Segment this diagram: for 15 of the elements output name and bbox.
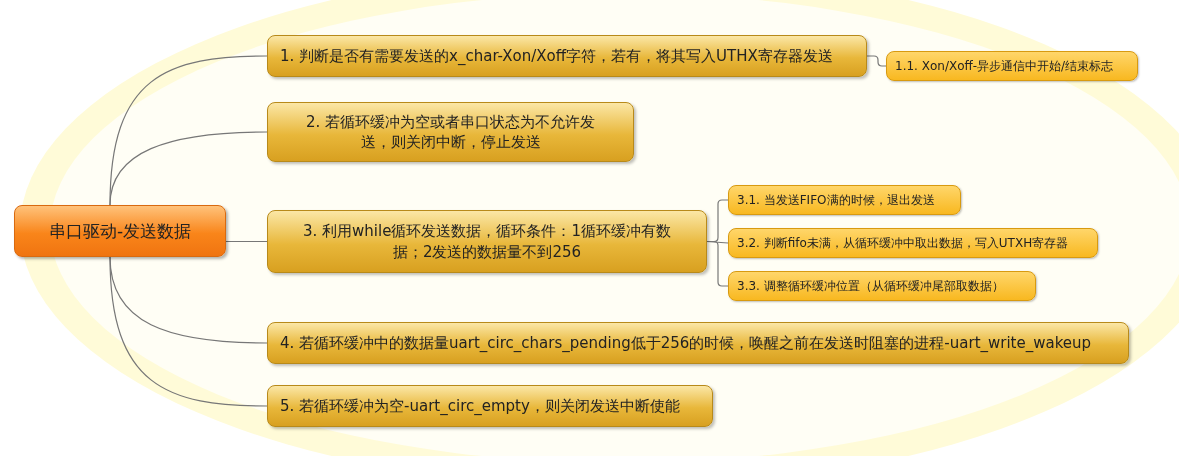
topic-box: 串口驱动-发送数据 <box>14 205 226 257</box>
connector-line <box>706 240 729 287</box>
subtopic-box: 1.1. Xon/Xoff-异步通信中开始/结束标志 <box>886 51 1138 81</box>
topic-box: 5. 若循环缓冲为空-uart_circ_empty，则关闭发送中断使能 <box>267 385 713 427</box>
subtopic-box: 3.1. 当发送FIFO满的时候，退出发送 <box>728 185 961 215</box>
topic-box: 4. 若循环缓冲中的数据量uart_circ_chars_pending低于256的时候，唤醒之前在发送时阻塞的进程-uart_write_wakeup <box>267 322 1129 364</box>
connector-line <box>109 131 268 206</box>
connector-line <box>225 240 268 243</box>
topic-box: 1. 判断是否有需要发送的x_char-Xon/Xoff字符，若有，将其写入UTHX寄存器发送 <box>267 35 867 77</box>
connector-line <box>109 256 268 407</box>
subtopic-box: 3.3. 调整循环缓冲位置（从循环缓冲尾部取数据） <box>728 271 1036 301</box>
subtopic-box: 3.2. 判断fifo未满，从循环缓冲中取出数据，写入UTXH寄存器 <box>728 228 1098 258</box>
topic-box: 3. 利用while循环发送数据，循环条件：1循环缓冲有数据；2发送的数据量不到256 <box>267 210 707 273</box>
connector-line <box>866 55 887 67</box>
topic-box: 2. 若循环缓冲为空或者串口状态为不允许发送，则关闭中断，停止发送 <box>267 102 634 162</box>
